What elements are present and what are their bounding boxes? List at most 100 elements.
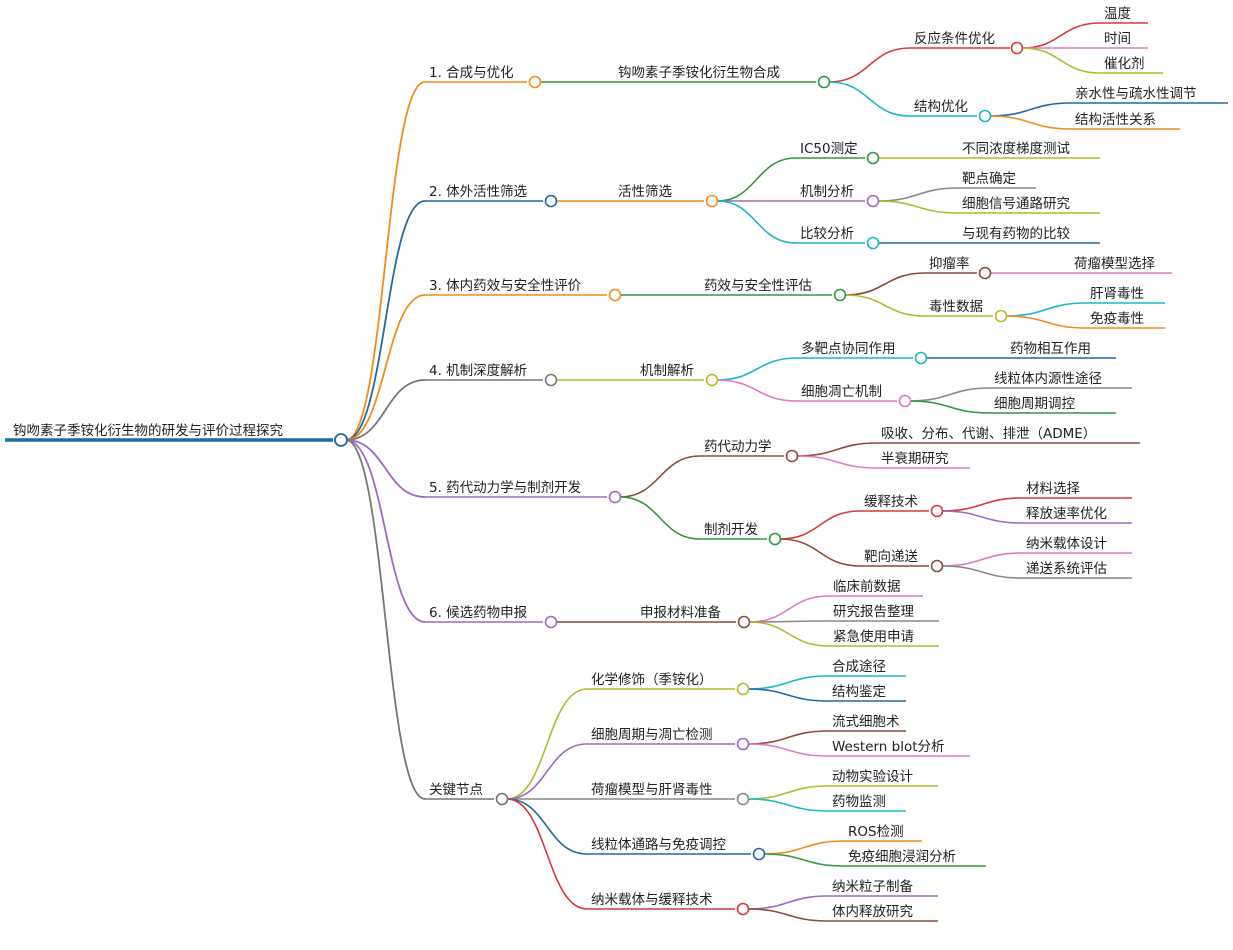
topic-node[interactable]: 药代动力学 <box>700 439 784 457</box>
collapse-toggle[interactable] <box>898 394 912 408</box>
topic-node[interactable]: 机制解析 <box>636 363 704 381</box>
leaf-node[interactable]: 释放速率优化 <box>1022 505 1132 524</box>
leaf-node[interactable]: 亲水性与疏水性调节 <box>1071 86 1228 104</box>
leaf-node[interactable]: 紧急使用申请 <box>829 628 939 647</box>
topic-node[interactable]: IC50测定 <box>796 141 865 159</box>
leaf-node[interactable]: 线粒体内源性途径 <box>990 370 1132 389</box>
leaf-node[interactable]: 温度 <box>1100 6 1148 24</box>
leaf-node[interactable]: 肝肾毒性 <box>1086 286 1165 304</box>
leaf-node[interactable]: 纳米载体设计 <box>1022 536 1132 554</box>
collapse-toggle[interactable] <box>608 490 622 504</box>
topic-node[interactable]: 线粒体通路与免疫调控 <box>587 837 751 855</box>
leaf-node[interactable]: 递送系统评估 <box>1022 561 1132 579</box>
topic-node[interactable]: 靶向递送 <box>860 549 929 567</box>
topic-node[interactable]: 化学修饰（季铵化） <box>587 672 735 690</box>
leaf-node[interactable]: Western blot分析 <box>828 739 970 757</box>
leaf-node[interactable]: 合成途径 <box>828 658 906 677</box>
collapse-toggle[interactable] <box>978 266 992 280</box>
topic-node[interactable]: 申报材料准备 <box>636 604 736 623</box>
leaf-node[interactable]: 免疫细胞浸润分析 <box>844 849 986 867</box>
topic-node[interactable]: 荷瘤模型与肝肾毒性 <box>587 781 735 800</box>
topic-node[interactable]: 抑瘤率 <box>925 255 977 274</box>
collapse-toggle[interactable] <box>544 615 558 629</box>
collapse-toggle[interactable] <box>978 109 992 123</box>
leaf-node[interactable]: 药物相互作用 <box>1006 341 1116 359</box>
collapse-toggle[interactable] <box>866 151 880 165</box>
collapse-toggle[interactable] <box>544 194 558 208</box>
collapse-toggle[interactable] <box>930 504 944 518</box>
collapse-toggle[interactable] <box>866 194 880 208</box>
topic-node[interactable]: 钩吻素子季铵化衍生物合成 <box>614 65 816 83</box>
collapse-toggle[interactable] <box>495 792 509 806</box>
topic-node[interactable]: 3. 体内药效与安全性评价 <box>425 277 607 296</box>
topic-node[interactable]: 5. 药代动力学与制剂开发 <box>425 480 607 498</box>
leaf-node[interactable]: 流式细胞术 <box>828 714 906 732</box>
collapse-toggle[interactable] <box>914 351 928 365</box>
topic-node[interactable]: 活性筛选 <box>614 184 704 202</box>
leaf-node[interactable]: 纳米粒子制备 <box>828 878 938 897</box>
collapse-toggle[interactable] <box>866 236 880 250</box>
collapse-toggle[interactable] <box>705 373 719 387</box>
collapse-toggle[interactable] <box>334 433 348 447</box>
topic-node[interactable]: 结构优化 <box>910 99 977 117</box>
collapse-toggle[interactable] <box>705 194 719 208</box>
topic-node[interactable]: 关键节点 <box>425 782 494 800</box>
root-node[interactable]: 钩吻素子季铵化衍生物的研发与评价过程探究 <box>5 423 333 442</box>
topic-node[interactable]: 4. 机制深度解析 <box>425 363 543 381</box>
topic-node[interactable]: 细胞周期与凋亡检测 <box>587 727 735 745</box>
leaf-node[interactable]: 研究报告整理 <box>829 604 939 622</box>
collapse-toggle[interactable] <box>785 449 799 463</box>
collapse-toggle[interactable] <box>833 288 847 302</box>
collapse-toggle[interactable] <box>737 615 751 629</box>
collapse-toggle[interactable] <box>817 75 831 89</box>
topic-node[interactable]: 1. 合成与优化 <box>425 65 527 83</box>
leaf-node[interactable]: 吸收、分布、代谢、排泄（ADME） <box>877 426 1140 444</box>
collapse-toggle[interactable] <box>994 309 1008 323</box>
topic-node[interactable]: 反应条件优化 <box>910 30 1010 49</box>
collapse-toggle[interactable] <box>1010 41 1024 55</box>
collapse-toggle[interactable] <box>930 559 944 573</box>
leaf-node[interactable]: 体内释放研究 <box>828 904 938 922</box>
connector-line <box>796 455 878 469</box>
leaf-node[interactable]: 动物实验设计 <box>828 769 938 787</box>
leaf-node[interactable]: 免疫毒性 <box>1086 311 1165 329</box>
node-label: 药物监测 <box>832 794 886 810</box>
topic-node[interactable]: 6. 候选药物申报 <box>425 605 543 623</box>
leaf-node[interactable]: 荷瘤模型选择 <box>1070 255 1172 274</box>
leaf-node[interactable]: ROS检测 <box>844 824 922 842</box>
topic-node[interactable]: 2. 体外活性筛选 <box>425 184 543 202</box>
collapse-toggle[interactable] <box>736 792 750 806</box>
collapse-toggle[interactable] <box>608 288 622 302</box>
leaf-node[interactable]: 结构活性关系 <box>1071 112 1180 130</box>
topic-node[interactable]: 药效与安全性评估 <box>700 277 832 296</box>
topic-node[interactable]: 缓释技术 <box>860 494 929 512</box>
topic-node[interactable]: 细胞凋亡机制 <box>797 384 897 402</box>
topic-node[interactable]: 制剂开发 <box>700 522 767 540</box>
topic-node[interactable]: 比较分析 <box>796 226 865 244</box>
leaf-node[interactable]: 催化剂 <box>1100 56 1163 74</box>
leaf-node[interactable]: 细胞信号通路研究 <box>958 196 1100 214</box>
topic-node[interactable]: 纳米载体与缓释技术 <box>587 892 735 910</box>
collapse-toggle[interactable] <box>768 532 782 546</box>
leaf-node[interactable]: 时间 <box>1100 31 1148 49</box>
leaf-node[interactable]: 临床前数据 <box>829 578 923 597</box>
leaf-node[interactable]: 结构鉴定 <box>828 684 906 702</box>
collapse-toggle[interactable] <box>528 75 542 89</box>
leaf-node[interactable]: 药物监测 <box>828 794 906 812</box>
collapse-toggle[interactable] <box>736 737 750 751</box>
leaf-node[interactable]: 半衰期研究 <box>877 450 970 469</box>
topic-node[interactable]: 机制分析 <box>796 184 865 202</box>
collapse-toggle[interactable] <box>544 373 558 387</box>
collapse-toggle[interactable] <box>736 682 750 696</box>
leaf-node[interactable]: 细胞周期调控 <box>990 396 1116 414</box>
node-label: 结构优化 <box>914 99 968 115</box>
topic-node[interactable]: 多靶点协同作用 <box>797 340 913 359</box>
leaf-node[interactable]: 靶点确定 <box>958 171 1036 189</box>
node-label: 药物相互作用 <box>1010 341 1091 357</box>
leaf-node[interactable]: 材料选择 <box>1022 481 1132 499</box>
collapse-toggle[interactable] <box>736 902 750 916</box>
topic-node[interactable]: 毒性数据 <box>925 299 993 317</box>
leaf-node[interactable]: 不同浓度梯度测试 <box>958 141 1100 159</box>
collapse-toggle[interactable] <box>752 847 766 861</box>
leaf-node[interactable]: 与现有药物的比较 <box>958 226 1100 244</box>
